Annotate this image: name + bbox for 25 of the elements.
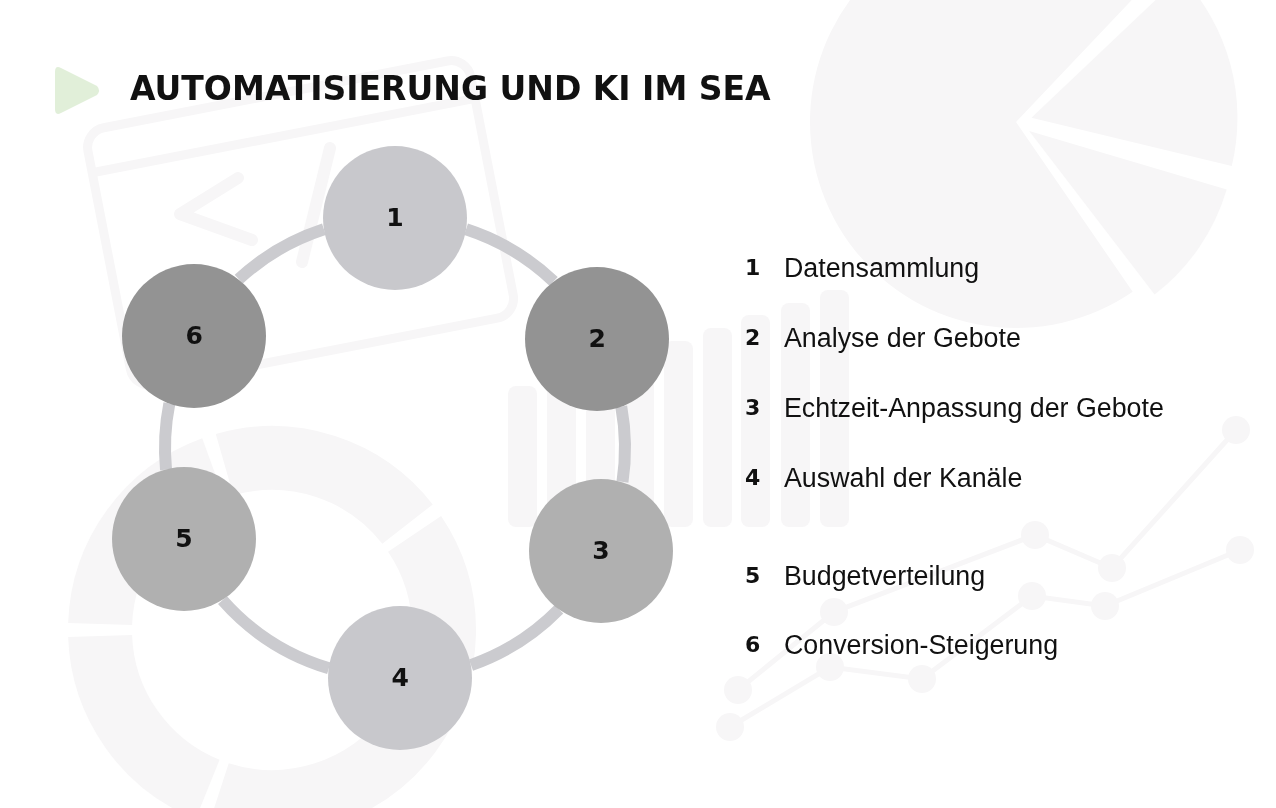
list-number: 3 xyxy=(745,394,761,422)
step-number: 5 xyxy=(175,524,193,555)
connector-arc xyxy=(468,604,564,671)
list-number: 4 xyxy=(745,464,761,492)
list-number: 2 xyxy=(745,324,761,352)
step-number: 3 xyxy=(592,535,610,566)
list-item-text: Datensammlung xyxy=(784,253,980,283)
list-item-text: Budgetverteilung xyxy=(784,561,986,591)
connector-arc xyxy=(463,223,558,286)
connector-arc xyxy=(159,402,176,470)
title: AUTOMATISIERUNG UND KI IM SEA xyxy=(130,69,771,109)
step-number: 4 xyxy=(391,662,409,693)
connector-arc xyxy=(615,405,631,483)
step-number: 2 xyxy=(588,323,606,354)
list-item-text: Echtzeit-Anpassung der Gebote xyxy=(784,393,1164,423)
list-number: 6 xyxy=(745,631,761,659)
step-number: 6 xyxy=(185,320,203,351)
list-item-text: Auswahl der Kanäle xyxy=(784,463,1023,493)
connector-arc xyxy=(234,223,327,284)
list-item-text: Analyse der Gebote xyxy=(784,323,1021,353)
step-number: 1 xyxy=(386,203,404,233)
connector-arc xyxy=(218,595,331,674)
list-number: 5 xyxy=(745,562,761,590)
list-item-text: Conversion-Steigerung xyxy=(784,630,1059,660)
list-number: 1 xyxy=(745,254,761,282)
